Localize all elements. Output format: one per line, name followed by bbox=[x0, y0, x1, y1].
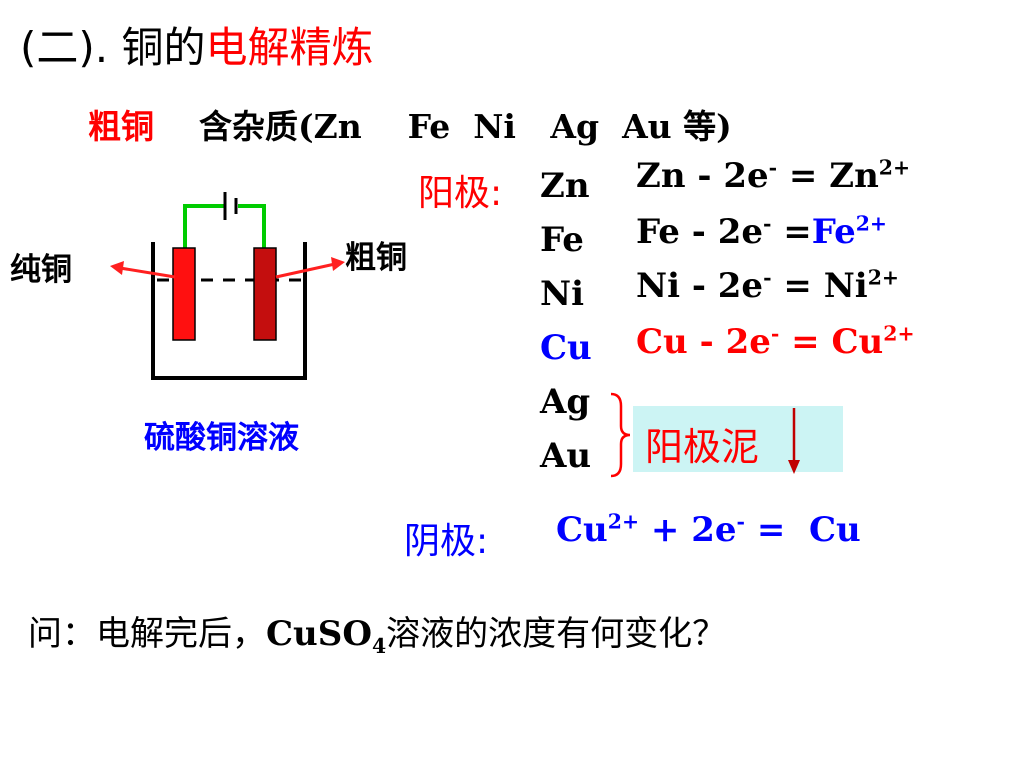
pure-copper-electrode bbox=[172, 247, 196, 341]
cathode-eq-end: = Cu bbox=[744, 510, 861, 550]
title-prefix: (二). 铜的 bbox=[20, 23, 206, 72]
pure-copper-label: 纯铜 bbox=[10, 252, 72, 288]
cathode-eq-mid: + 2e bbox=[639, 510, 737, 550]
down-arrow-icon bbox=[788, 408, 800, 474]
left-wire bbox=[183, 204, 224, 248]
question-subscript: 4 bbox=[371, 633, 387, 658]
equation-fe: Fe - 2e- =Fe2+ bbox=[636, 212, 887, 252]
eq-zn-charge: 2+ bbox=[878, 155, 911, 180]
crude-copper-label: 粗铜 bbox=[88, 107, 154, 146]
eq-fe-ion: Fe bbox=[811, 212, 856, 252]
eq-fe-mid: = bbox=[771, 212, 812, 252]
eq-ni-minus: - bbox=[763, 265, 772, 290]
cathode-eq-ion: Cu bbox=[556, 510, 608, 550]
page-title: (二). 铜的电解精炼 bbox=[20, 14, 374, 75]
left-pointer-arrow bbox=[119, 266, 176, 279]
eq-ni-charge: 2+ bbox=[867, 265, 899, 290]
crude-copper-diagram-label: 粗铜 bbox=[345, 240, 407, 276]
anode-metal-au: Au bbox=[540, 436, 592, 476]
eq-zn-mid: = Zn bbox=[777, 156, 879, 196]
cathode-eq-minus: - bbox=[736, 509, 745, 534]
equation-ni: Ni - 2e- = Ni2+ bbox=[636, 266, 899, 306]
eq-zn-minus: - bbox=[768, 155, 778, 180]
anode-metal-fe: Fe bbox=[540, 220, 584, 260]
eq-ni-left: Ni - 2e bbox=[636, 266, 764, 306]
question-formula: CuSO bbox=[266, 614, 372, 654]
cathode-label: 阴极: bbox=[404, 521, 489, 562]
eq-cu-charge: 2+ bbox=[883, 321, 915, 346]
right-arrowhead-icon bbox=[331, 257, 345, 271]
eq-zn-left: Zn - 2e bbox=[636, 156, 769, 196]
anode-metal-cu: Cu bbox=[540, 328, 592, 368]
cathode-eq-charge: 2+ bbox=[607, 509, 640, 534]
solution-label: 硫酸铜溶液 bbox=[144, 420, 299, 456]
question-suffix: 溶液的浓度有何变化？ bbox=[386, 614, 727, 654]
anode-mud-box bbox=[633, 406, 843, 472]
anode-mud-label: 阳极泥 bbox=[645, 425, 760, 469]
eq-cu-mid: = Cu bbox=[779, 322, 884, 362]
eq-cu-left: Cu - 2e bbox=[636, 322, 771, 362]
eq-ni-mid: = Ni bbox=[771, 266, 868, 306]
right-wire bbox=[238, 204, 266, 248]
eq-fe-left: Fe - 2e bbox=[636, 212, 763, 252]
eq-cu-minus: - bbox=[770, 321, 780, 346]
anode-metal-zn: Zn bbox=[540, 166, 590, 206]
electrolysis-cell-diagram bbox=[110, 192, 345, 380]
equation-cu: Cu - 2e- = Cu2+ bbox=[636, 322, 915, 362]
equation-zn: Zn - 2e- = Zn2+ bbox=[636, 156, 910, 196]
eq-fe-charge: 2+ bbox=[855, 211, 887, 236]
beaker bbox=[151, 242, 307, 380]
question-prefix: 问：电解完后， bbox=[28, 614, 266, 654]
cathode-equation: Cu2+ + 2e- = Cu bbox=[556, 510, 861, 550]
anode-metal-ag: Ag bbox=[540, 382, 591, 422]
question-line: 问：电解完后，CuSO4溶液的浓度有何变化？ bbox=[28, 606, 727, 658]
brace-icon bbox=[610, 392, 631, 478]
crude-copper-line: 粗铜 含杂质(Zn Fe Ni Ag Au 等) bbox=[88, 100, 732, 148]
anode-metal-ni: Ni bbox=[540, 274, 584, 314]
title-highlight: 电解精炼 bbox=[205, 23, 374, 72]
left-arrowhead-icon bbox=[110, 261, 124, 275]
impurity-text: 含杂质(Zn Fe Ni Ag Au 等) bbox=[199, 107, 732, 146]
crude-copper-electrode bbox=[253, 247, 277, 341]
right-pointer-arrow bbox=[275, 262, 336, 279]
anode-label: 阳极: bbox=[418, 173, 503, 214]
eq-fe-minus: - bbox=[763, 211, 772, 236]
